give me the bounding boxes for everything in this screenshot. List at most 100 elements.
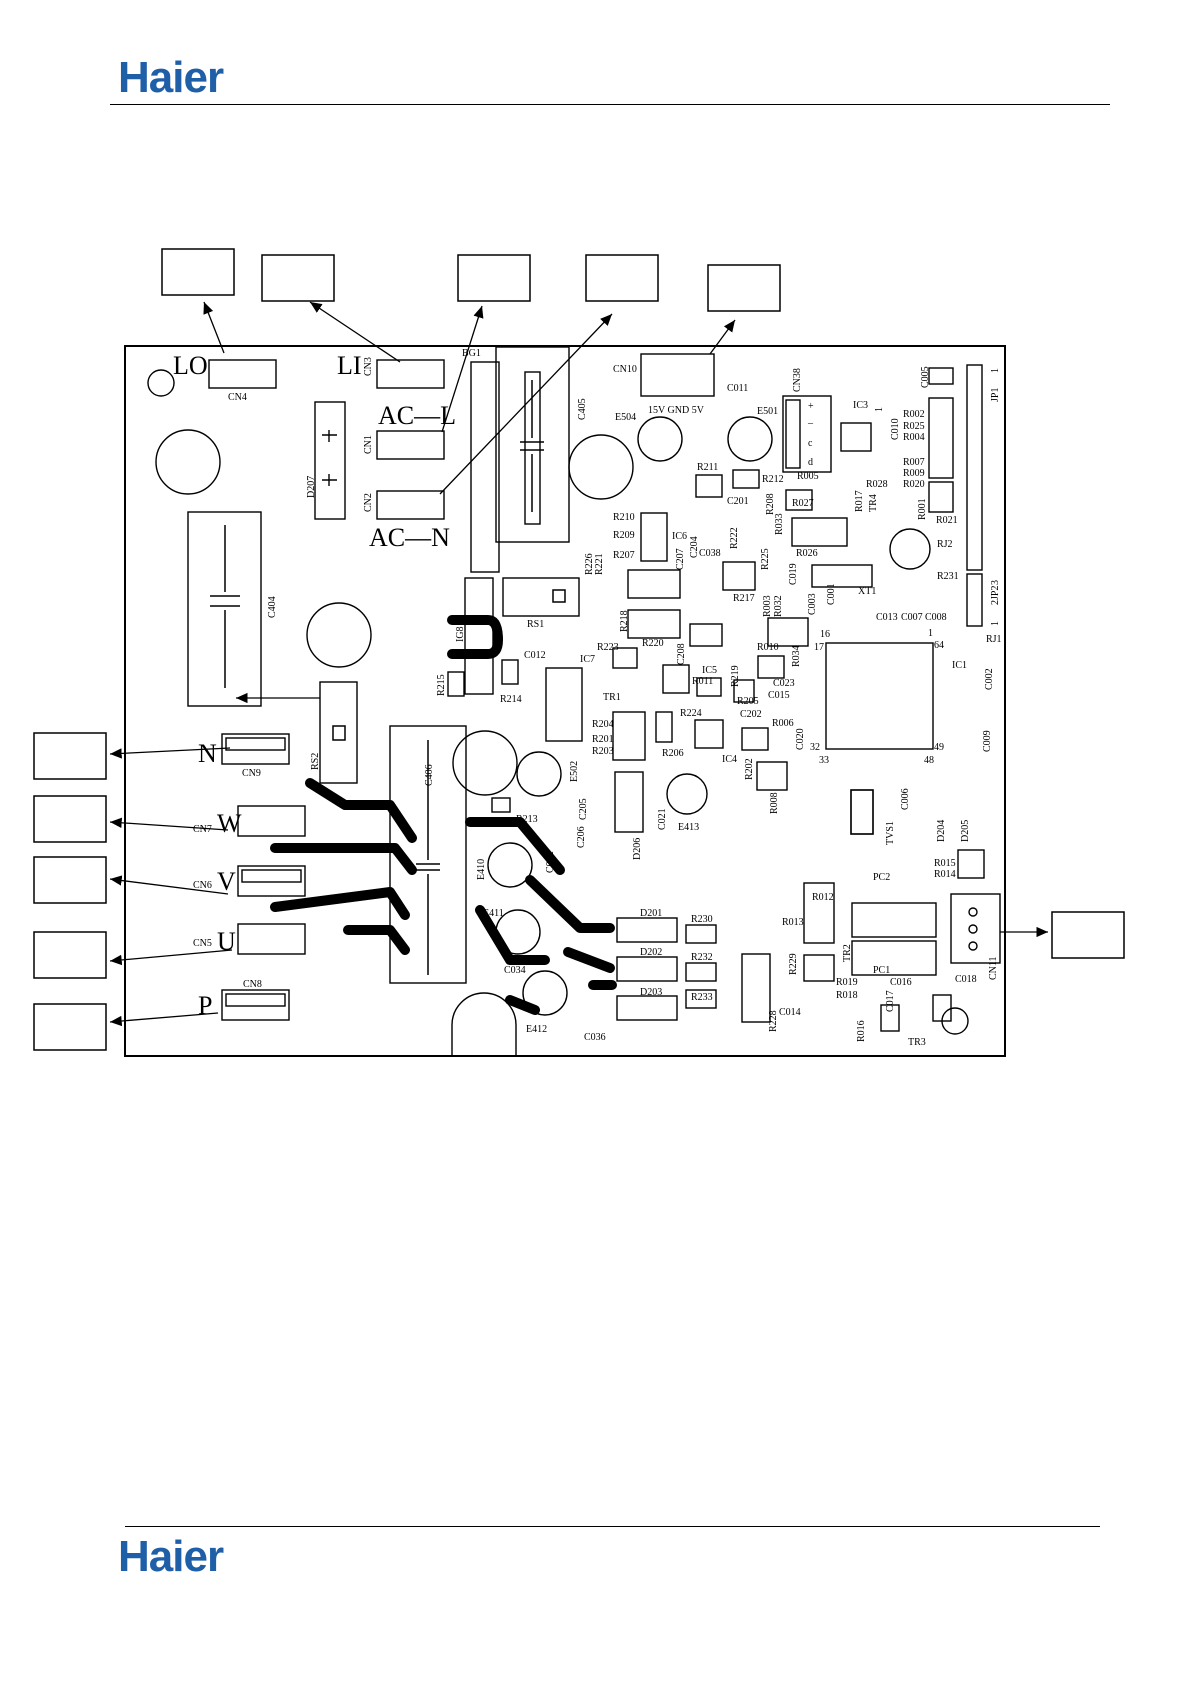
callout-arrows: [109, 301, 1048, 1027]
designator-ic5: IC5: [702, 665, 717, 676]
designator-c008: C008: [925, 612, 947, 623]
pin-label-p32: 32: [810, 742, 820, 753]
designator-r231: R231: [937, 571, 959, 582]
label-li: LI: [337, 351, 362, 380]
designator-r217: R217: [733, 593, 755, 604]
pin-label-p33: 33: [819, 755, 829, 766]
designator-c010: C010: [890, 418, 901, 440]
designator-ig8: IG8: [455, 626, 466, 642]
pin-label-p17: 17: [814, 642, 824, 653]
designator-rs2: RS2: [310, 753, 321, 770]
designator-r220: R220: [642, 638, 664, 649]
designator-c011: C011: [727, 383, 748, 394]
designator-r009: R009: [903, 468, 925, 479]
designator-r019: R019: [836, 977, 858, 988]
designator-cn4: CN4: [228, 392, 247, 403]
capacitor-symbols: [210, 380, 566, 975]
header-rule: [110, 104, 1110, 105]
designator-cn11: CN11: [988, 956, 999, 980]
designator-r210: R210: [613, 512, 635, 523]
designator-cn9: CN9: [242, 768, 261, 779]
designator-r206: R206: [662, 748, 684, 759]
arrow-v: [109, 875, 229, 895]
designator-r225: R225: [760, 548, 771, 570]
designator-c012: C012: [524, 650, 546, 661]
pin-label-p49: 49: [934, 742, 944, 753]
designator-rj1: RJ1: [986, 634, 1002, 645]
designator-rs1: RS1: [527, 619, 544, 630]
designator-r034: R034: [791, 645, 802, 667]
designator-r208: R208: [765, 493, 776, 515]
designator-r001: R001: [917, 498, 928, 520]
designator-r221: R221: [594, 553, 605, 575]
arrow-acl: [441, 305, 484, 433]
board-parts: [147, 346, 1001, 1055]
designator-r013: R013: [782, 917, 804, 928]
pin-label-p48: 48: [924, 755, 934, 766]
designator-c006: C006: [900, 788, 911, 810]
designator-cn2: CN2: [363, 493, 374, 512]
designator-r014: R014: [934, 869, 956, 880]
pin-label-p64: 64: [934, 640, 944, 651]
designator-r015: R015: [934, 858, 956, 869]
header-logo: Haier: [118, 53, 224, 102]
arrow-p: [109, 1012, 219, 1027]
callout-box-u: [33, 931, 107, 979]
designator-cn10: CN10: [613, 364, 637, 375]
designator-cn38: CN38: [792, 368, 803, 392]
designator-rj2: RJ2: [937, 539, 953, 550]
designator-c207: C207: [675, 548, 686, 570]
designator-d201: D201: [640, 908, 662, 919]
arrow-cn10: [709, 319, 736, 355]
designator-ic4: IC4: [722, 754, 737, 765]
pin-label-p16: 16: [820, 629, 830, 640]
designator-r021: R021: [936, 515, 958, 526]
designator-c021: C021: [657, 808, 668, 830]
designator-r209: R209: [613, 530, 635, 541]
designator-r004: R004: [903, 432, 925, 443]
designator-cn6: CN6: [193, 880, 212, 891]
label-w: W: [217, 809, 242, 838]
designator-c019: C019: [788, 563, 799, 585]
designator-xt1: XT1: [858, 586, 876, 597]
designator-r223: R223: [597, 642, 619, 653]
designator-e412: E412: [526, 1024, 547, 1035]
designator-r232: R232: [691, 952, 713, 963]
designator-r222: R222: [729, 527, 740, 549]
designator-c023: C023: [773, 678, 795, 689]
label-acn: AC—N: [369, 523, 450, 552]
designator-d205: D205: [960, 820, 971, 842]
footer-logo: Haier: [118, 1532, 224, 1581]
designator-c034: C034: [504, 965, 526, 976]
designator-r010: R010: [757, 642, 779, 653]
designator-r002: R002: [903, 409, 925, 420]
designator-c208: C208: [676, 643, 687, 665]
arrow-u: [109, 949, 233, 966]
designator-r011: R011: [692, 676, 713, 687]
designator-c018: C018: [955, 974, 977, 985]
designator-e501: E501: [757, 406, 778, 417]
callout-box-lo: [161, 248, 235, 296]
designator-r032: R032: [773, 595, 784, 617]
label-u: U: [217, 927, 236, 956]
arrow-n: [109, 747, 231, 759]
designator-r224: R224: [680, 708, 702, 719]
designator-c014: C014: [779, 1007, 801, 1018]
designator-r226: R226: [584, 553, 595, 575]
label-p: P: [198, 991, 212, 1020]
designator-r228: R228: [768, 1010, 779, 1032]
callout-box-cn11: [1051, 911, 1125, 959]
designator-c036: C036: [584, 1032, 606, 1043]
pin-label-jp1n: 1: [990, 368, 1001, 373]
pin-label-cn38c: c: [808, 438, 813, 449]
designator-r027: R027: [792, 498, 814, 509]
designator-r203: R203: [592, 746, 614, 757]
designator-d203: D203: [640, 987, 662, 998]
designator-r230: R230: [691, 914, 713, 925]
label-n: N: [198, 739, 217, 768]
designator-bg1: BG1: [462, 348, 481, 359]
designator-r007: R007: [903, 457, 925, 468]
designator-r026: R026: [796, 548, 818, 559]
designator-c009: C009: [982, 730, 993, 752]
